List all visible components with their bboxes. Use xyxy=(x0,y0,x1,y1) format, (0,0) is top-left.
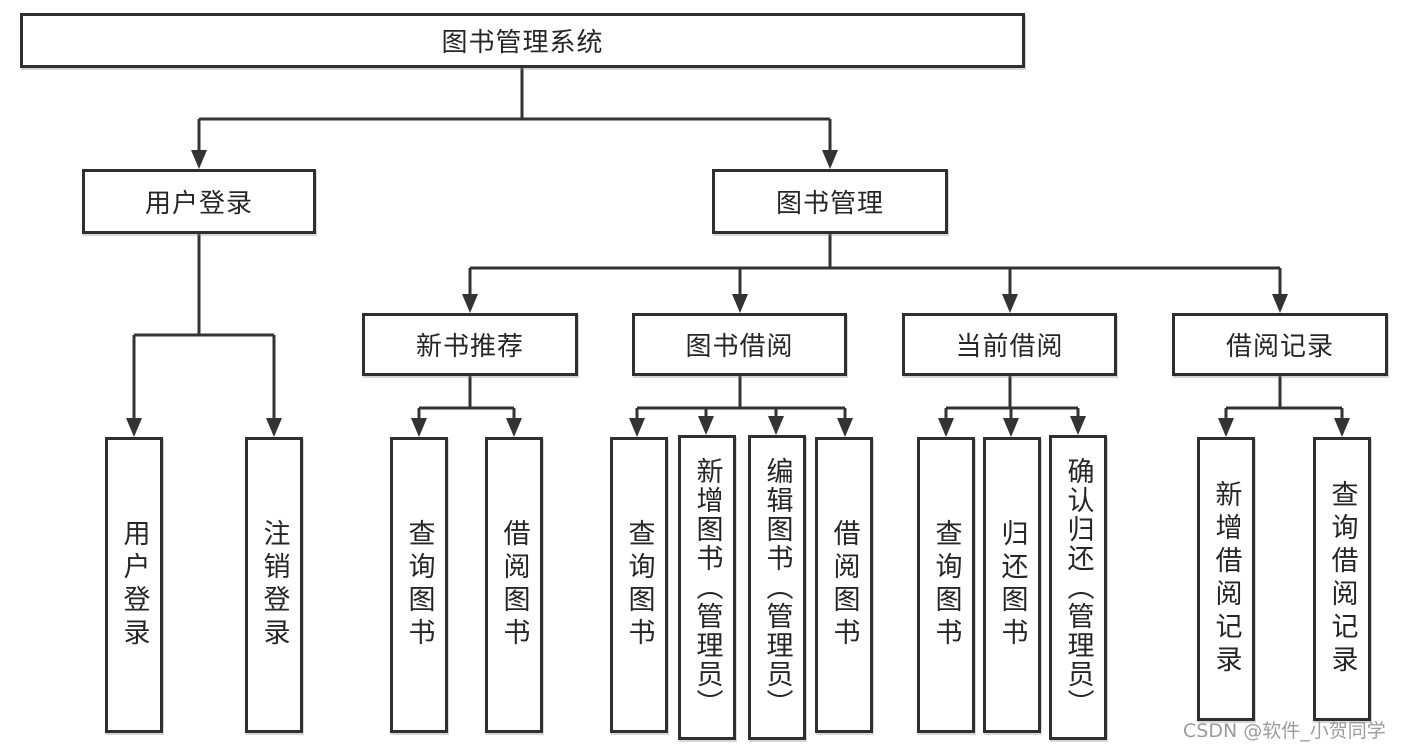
leaf-add-borrow-record: 新增借阅记录 xyxy=(1197,437,1255,721)
leaf-edit-books-admin: 编辑图书（管理员） xyxy=(748,435,806,740)
leaf-borrow-books-recommend: 借阅图书 xyxy=(485,437,543,733)
arrow-head-icon xyxy=(411,418,427,437)
arrow-head-icon xyxy=(629,418,645,437)
arrow-head-icon xyxy=(768,416,784,435)
arrow-head-icon xyxy=(837,418,853,437)
arrow-head-icon xyxy=(462,294,478,313)
arrow-head-icon xyxy=(1334,418,1350,437)
arrow-head-icon xyxy=(698,416,714,435)
node-user-login-group: 用户登录 xyxy=(82,169,316,234)
arrow-head-icon xyxy=(1003,418,1019,437)
leaf-borrow-books-borrowing: 借阅图书 xyxy=(815,437,873,733)
arrow-head-icon xyxy=(126,418,142,437)
arrow-head-icon xyxy=(1218,418,1234,437)
arrow-head-icon xyxy=(1002,294,1018,313)
node-new-book-recommend: 新书推荐 xyxy=(362,313,578,376)
leaf-query-books-recommend: 查询图书 xyxy=(390,437,448,733)
arrow-head-icon xyxy=(822,150,838,169)
csdn-watermark: CSDN @软件_小贺同学 xyxy=(1183,720,1386,742)
node-borrowing-records: 借阅记录 xyxy=(1172,313,1388,376)
arrow-head-icon xyxy=(506,418,522,437)
arrow-head-icon xyxy=(1272,294,1288,313)
leaf-query-borrow-record: 查询借阅记录 xyxy=(1313,437,1371,721)
node-book-management: 图书管理 xyxy=(712,169,948,234)
leaf-confirm-return-admin: 确认归还（管理员） xyxy=(1049,435,1107,740)
node-book-borrowing: 图书借阅 xyxy=(632,313,847,376)
arrow-head-icon xyxy=(1070,416,1086,435)
arrow-head-icon xyxy=(938,418,954,437)
arrow-head-icon xyxy=(732,294,748,313)
node-library-system: 图书管理系统 xyxy=(20,13,1025,68)
node-current-borrowing: 当前借阅 xyxy=(902,313,1117,376)
leaf-add-books-admin: 新增图书（管理员） xyxy=(678,435,736,740)
leaf-return-books: 归还图书 xyxy=(983,437,1041,733)
leaf-query-books-current: 查询图书 xyxy=(917,437,975,733)
leaf-logout: 注销登录 xyxy=(245,437,303,733)
leaf-user-login: 用户登录 xyxy=(105,437,163,733)
arrow-head-icon xyxy=(191,150,207,169)
leaf-query-books-borrowing: 查询图书 xyxy=(610,437,668,733)
arrow-head-icon xyxy=(266,418,282,437)
